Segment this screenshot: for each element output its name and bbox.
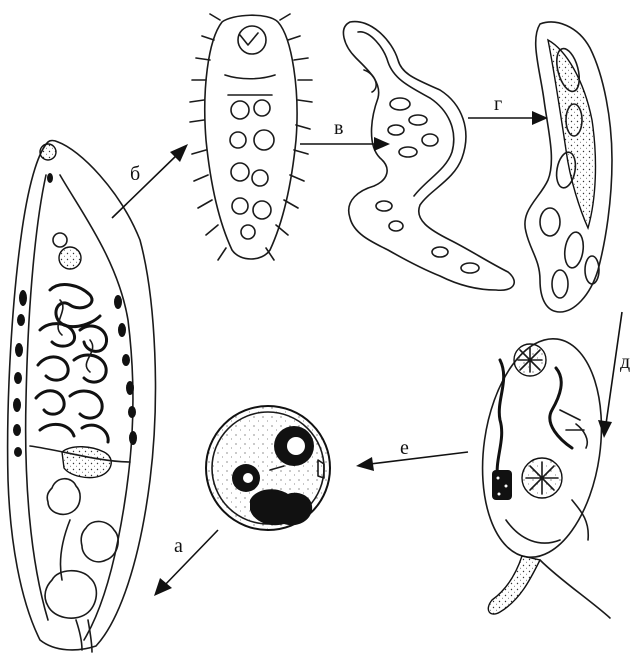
adult-fluke xyxy=(8,141,156,653)
egg xyxy=(206,406,330,530)
label-e: е xyxy=(400,437,409,459)
arrow-e xyxy=(356,452,468,471)
cercaria xyxy=(469,331,614,618)
redia xyxy=(525,22,612,312)
miracidium xyxy=(190,14,312,260)
testis-anterior xyxy=(47,479,80,515)
label-b: б xyxy=(130,163,140,185)
label-d: д xyxy=(620,351,630,373)
sporocyst xyxy=(343,22,514,291)
arrow-v xyxy=(300,137,390,151)
arrow-a xyxy=(154,530,218,596)
oral-sucker xyxy=(40,144,56,160)
testis-posterior xyxy=(45,571,96,618)
arrow-g xyxy=(468,111,548,125)
uterus xyxy=(36,285,108,442)
label-a: а xyxy=(174,535,183,557)
vitellaria-right xyxy=(114,295,137,445)
label-g: г xyxy=(494,93,502,115)
testis-middle xyxy=(81,521,118,561)
ovary xyxy=(62,447,111,478)
label-v: в xyxy=(334,117,343,139)
arrow-b xyxy=(112,144,188,218)
